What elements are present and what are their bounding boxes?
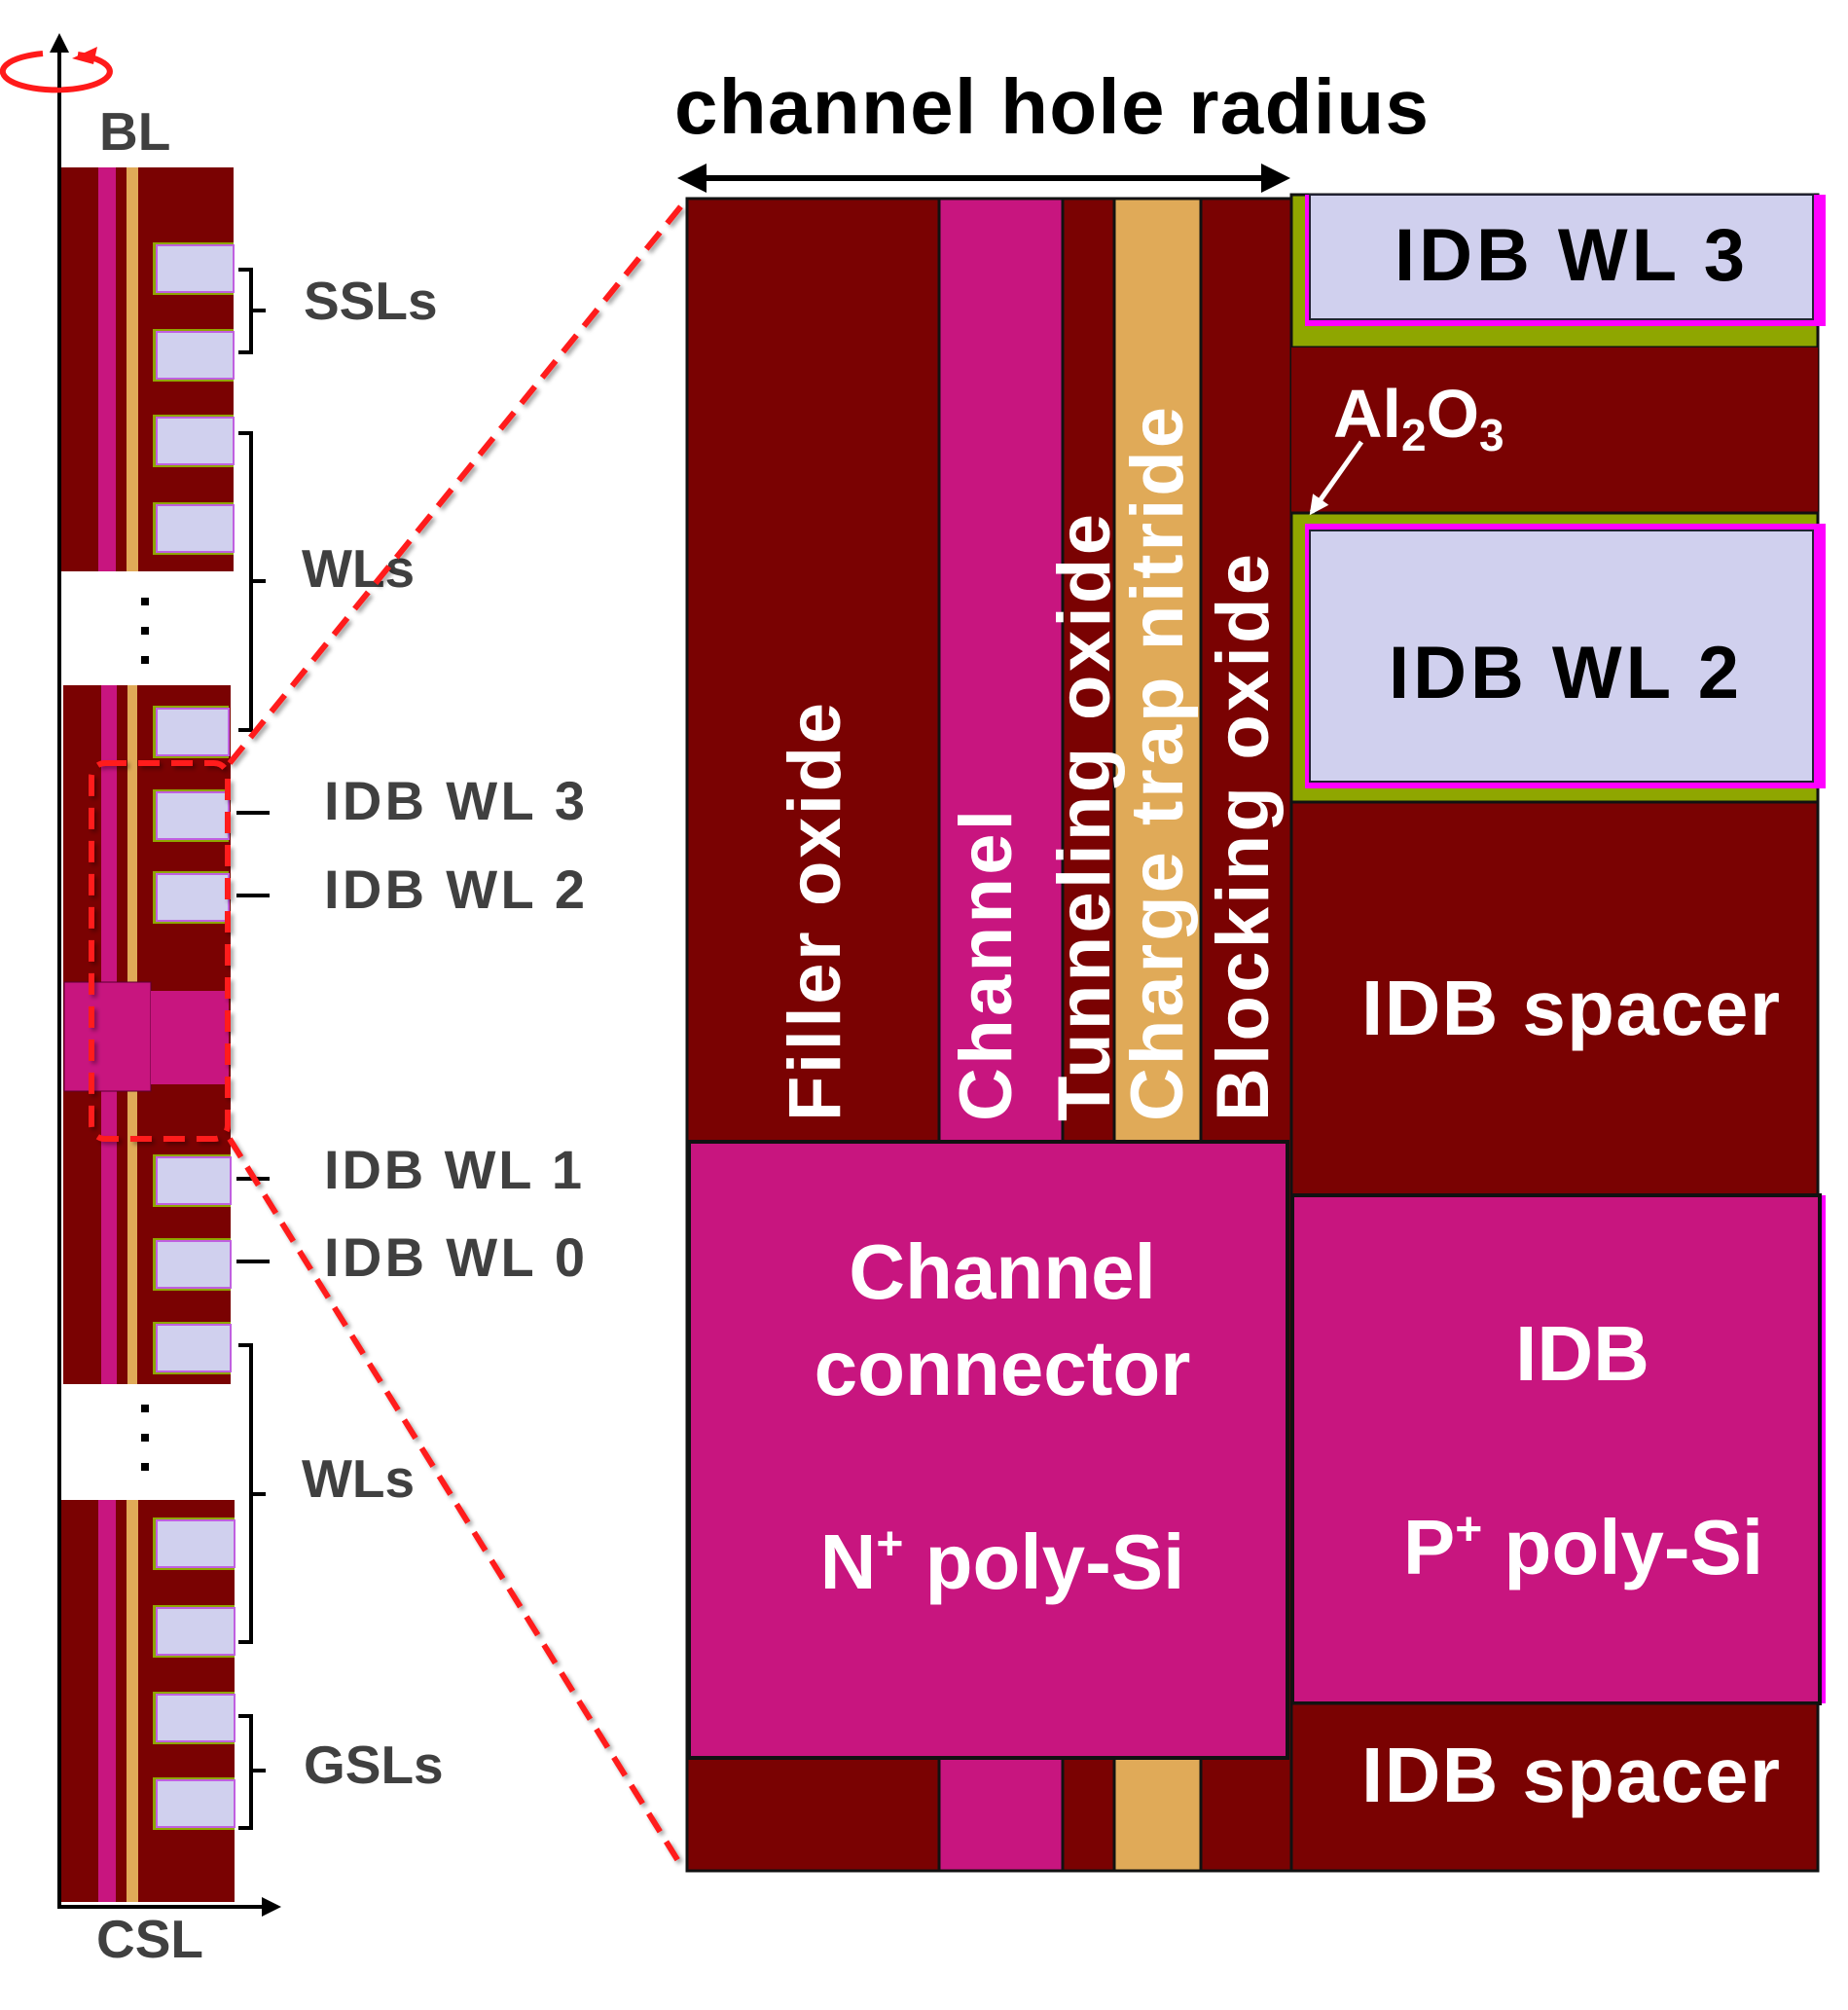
svg-text:Al2O3: Al2O3 <box>1333 376 1504 460</box>
channel-hole-radius-title: channel hole radius <box>674 63 1429 150</box>
wl-gate <box>153 706 230 758</box>
gsl-brace <box>238 1714 266 1830</box>
idb-wl3-gate-label: IDB WL 3 <box>1395 214 1745 297</box>
channel-label: Channel <box>945 810 1028 1121</box>
zoom-callout <box>89 201 687 1863</box>
braces <box>238 268 266 1830</box>
idb-ticks <box>236 811 270 1263</box>
wl-gate <box>153 502 235 555</box>
tunneling-oxide-label: Tunneling oxide <box>1043 514 1126 1121</box>
idb-spacer-upper-label: IDB spacer <box>1361 965 1780 1051</box>
filler-oxide-label: Filler oxide <box>774 703 856 1121</box>
gsl-group-label: GSLs <box>304 1735 444 1795</box>
idb-spacer-upper <box>1289 800 1820 1197</box>
idb-wl3-gate: IDB WL 3 <box>1289 193 1826 349</box>
idb-spacer-lower-label: IDB spacer <box>1361 1732 1780 1818</box>
ssl-gate <box>153 329 235 382</box>
zoom-line-top <box>227 201 687 765</box>
idb-label: IDB <box>1515 1310 1649 1397</box>
idb-wl3-cell <box>153 789 230 842</box>
csl-label: CSL <box>96 1909 203 1969</box>
wl-gate <box>153 1517 236 1570</box>
idb-wl2-gate-label: IDB WL 2 <box>1389 632 1739 714</box>
n-plus-poly-si-label: N+ poly-Si <box>820 1518 1185 1605</box>
al2o3-pointer-arrow <box>1309 440 1364 516</box>
detail-view: channel hole radius IDB WL 3 IDB WL 2 <box>674 63 1826 1873</box>
idb-wl0-label: IDB WL 0 <box>324 1226 585 1288</box>
ssl-group-label: SSLs <box>304 271 438 331</box>
ssl-gate <box>153 242 235 295</box>
ellipsis-upper-icon <box>141 598 149 664</box>
idb-spacer-lower <box>1289 1701 1820 1873</box>
rotation-arrow-icon <box>0 47 113 93</box>
wl-gate <box>153 415 235 467</box>
gate-stack <box>153 242 236 1830</box>
blocking-oxide-label: Blocking oxide <box>1202 554 1285 1121</box>
wl-upper-group-label: WLs <box>302 538 415 599</box>
idb-wl1-cell <box>153 1154 232 1207</box>
idb-wl2-cell <box>153 871 230 924</box>
wl-gate <box>153 1322 232 1374</box>
ssl-brace <box>238 268 266 354</box>
p-plus-poly-si-label: P+ poly-Si <box>1403 1504 1763 1590</box>
gsl-gate <box>153 1692 236 1744</box>
idb-wl3-label: IDB WL 3 <box>324 770 585 831</box>
zoom-highlight-box <box>89 760 231 1142</box>
ellipsis-lower-icon <box>141 1405 149 1471</box>
wl-upper-brace <box>238 431 266 732</box>
wl-lower-group-label: WLs <box>302 1448 415 1509</box>
wl-gate <box>153 1605 236 1658</box>
idb-p-plus-block <box>1290 1193 1822 1705</box>
charge-trap-nitride-label: Charge trap nitride <box>1116 407 1199 1121</box>
channel-connector-line2: connector <box>815 1325 1191 1411</box>
wl-lower-brace <box>238 1343 266 1644</box>
idb-wl1-label: IDB WL 1 <box>324 1139 582 1200</box>
channel-connector-block <box>687 1140 1289 1760</box>
idb-wl2-gate: IDB WL 2 <box>1289 511 1826 804</box>
interlayer-oxide <box>1291 347 1818 513</box>
channel-connector-line1: Channel <box>849 1228 1156 1315</box>
bl-label: BL <box>99 101 170 162</box>
zoom-line-bottom <box>227 1137 681 1863</box>
left-string-view: BL CSL SSLs WLs WLs GSLs IDB WL 3 IDB WL… <box>0 33 585 1969</box>
al2o3-label: Al2O3 <box>1309 376 1504 516</box>
gsl-gate <box>153 1777 236 1830</box>
idb-wl0-cell <box>153 1238 232 1291</box>
idb-wl2-label: IDB WL 2 <box>324 859 585 920</box>
